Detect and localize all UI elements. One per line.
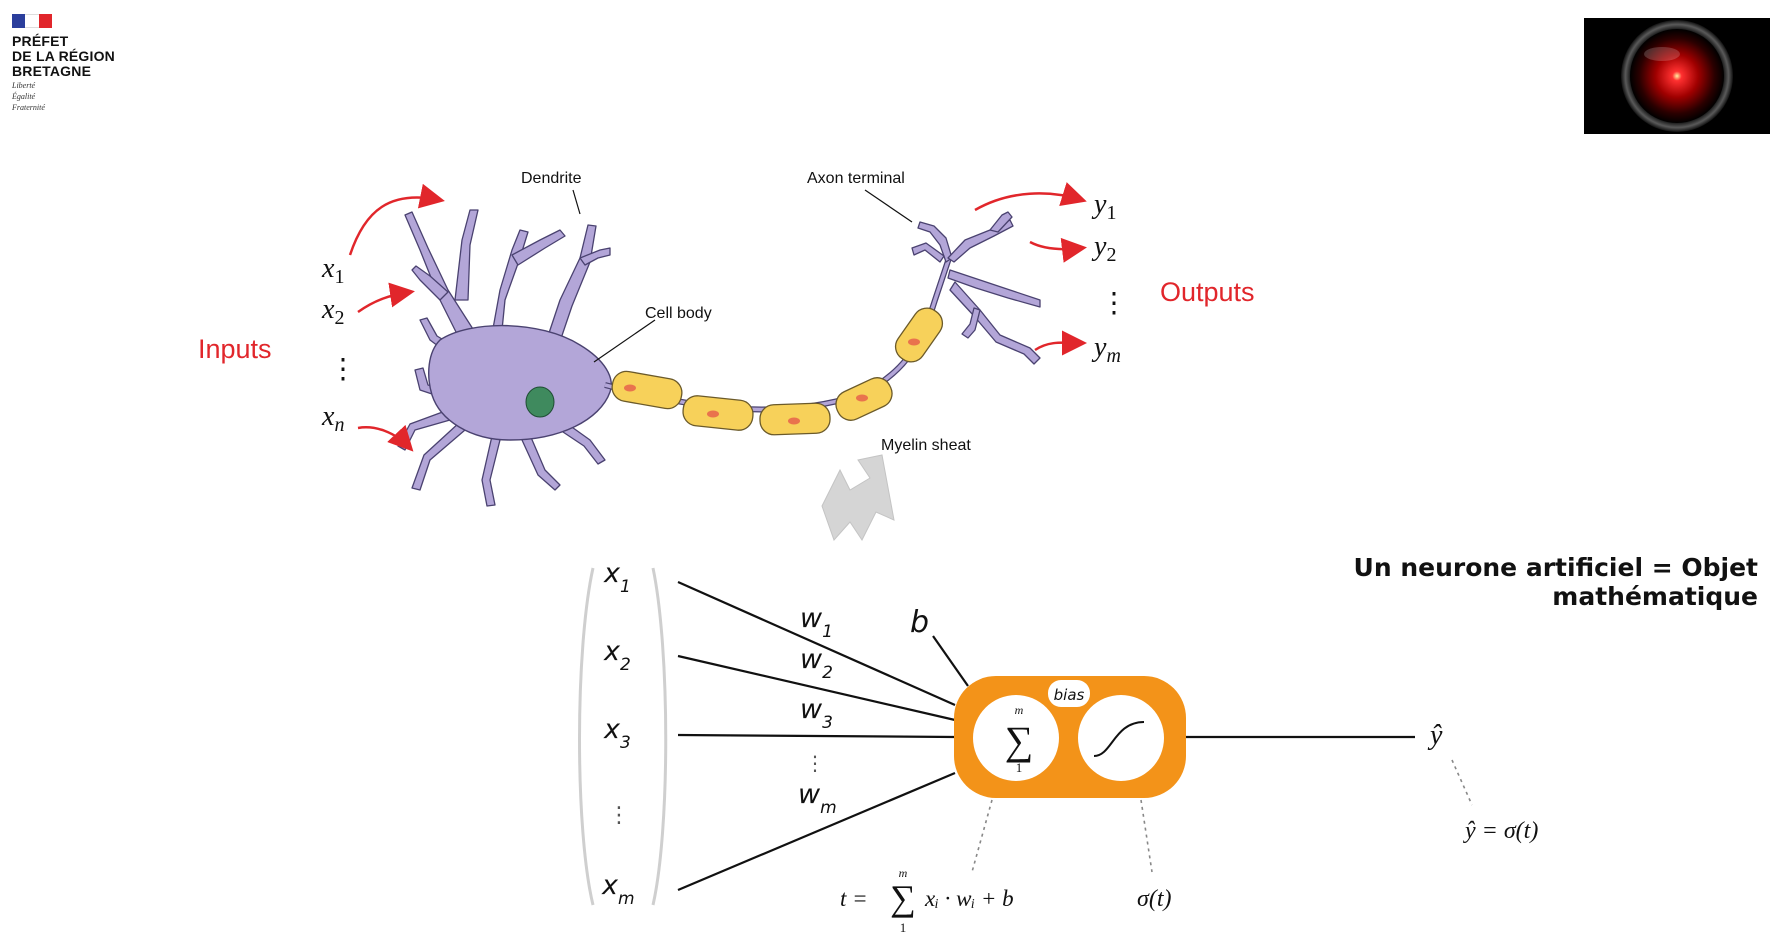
bio-input-dots: ⋮ (329, 354, 357, 385)
sum-top: m (1015, 703, 1024, 717)
sigmoid-curve-icon (1093, 721, 1145, 757)
biological-neuron (397, 209, 1041, 507)
bio-input-x1: x1 (321, 253, 344, 288)
bio-output-ym: ym (1091, 332, 1121, 367)
logo-motto-2: Égalité (12, 92, 36, 101)
dashed-pointers (971, 759, 1473, 873)
formula-t-rhs: xᵢ · wᵢ + b (924, 886, 1014, 911)
vector-bracket-right (651, 567, 668, 906)
bio-input-x2: x2 (321, 294, 344, 329)
logo-motto-1: Liberté (12, 81, 36, 90)
logo-line-1: PRÉFET (12, 33, 69, 49)
formula-y-eq: ŷ = σ(t) (1463, 818, 1538, 844)
bio-pointer-lines (572, 189, 913, 363)
formula-sum-symbol: ∑ (890, 878, 916, 918)
bio-output-dots: ⋮ (1100, 288, 1128, 319)
formula-sum-top: m (899, 866, 908, 880)
bio-output-y2: y2 (1091, 231, 1116, 266)
ann-weights: w1 w2 w3 ⋮ wm (798, 603, 837, 818)
formula-t-lhs: t = (840, 886, 868, 911)
sum-circle (973, 695, 1059, 781)
ann-weight-w3: w3 (800, 694, 833, 733)
ann-input-xm: xm (601, 870, 635, 909)
sum-bottom: 1 (1016, 760, 1023, 775)
bio-inputs: x1 x2 ⋮ xn (321, 253, 357, 436)
bias-symbol: b (910, 605, 929, 640)
ann-weight-dots: ⋮ (805, 751, 825, 775)
ann-input-x2: x2 (603, 636, 631, 675)
red-arrows (348, 182, 1087, 452)
sum-symbol: ∑ (1005, 718, 1034, 763)
cell-body-label: Cell body (645, 305, 712, 322)
french-flag-icon (12, 14, 52, 28)
bio-output-y1: y1 (1091, 189, 1116, 224)
correspondence-arrow-icon (821, 454, 895, 541)
output-yhat: ŷ (1427, 720, 1443, 751)
arrow-in-1 (348, 183, 445, 256)
vector-bracket-left (578, 567, 595, 906)
prefet-logo: PRÉFET DE LA RÉGION BRETAGNE Liberté Éga… (12, 14, 132, 112)
arrow-out-1 (974, 182, 1087, 212)
myelin-label: Myelin sheat (881, 437, 971, 454)
bias-pill (1048, 680, 1090, 707)
logo-line-3: BRETAGNE (12, 63, 92, 79)
ann-weight-w2: w2 (800, 644, 833, 683)
axon-terminal-label: Axon terminal (807, 170, 905, 187)
ann-weight-w1: w1 (800, 603, 833, 642)
ann-input-dots: ⋮ (608, 803, 630, 828)
bio-outputs: y1 y2 ⋮ ym (1091, 189, 1128, 367)
weight-lines (677, 580, 1415, 892)
outputs-label: Outputs (1160, 277, 1255, 307)
arrow-in-n (357, 424, 414, 452)
formula-sum-bottom: 1 (900, 920, 907, 935)
diagram-title: Un neurone artificiel = Objet mathématiq… (1353, 553, 1758, 611)
ann-weight-wm: wm (798, 779, 837, 818)
hal-eye-image (1584, 18, 1770, 134)
ann-inputs: x1 x2 x3 ⋮ xm (601, 558, 635, 909)
arrow-out-2 (1029, 237, 1087, 263)
arrow-out-m (1034, 330, 1087, 356)
ann-input-x1: x1 (603, 558, 631, 597)
ann-input-x3: x3 (603, 714, 631, 753)
logo-motto-3: Fraternité (12, 103, 45, 112)
inputs-label: Inputs (198, 334, 272, 364)
arrow-in-2 (357, 282, 415, 314)
activation-circle (1078, 695, 1164, 781)
logo-line-2: DE LA RÉGION (12, 48, 115, 64)
formula-sigma: σ(t) (1137, 886, 1172, 912)
dendrite-label: Dendrite (521, 170, 582, 187)
formula-t: t = m ∑ 1 xᵢ · wᵢ + b (840, 866, 1014, 935)
bio-input-xn: xn (321, 401, 344, 436)
artificial-neuron (578, 567, 1473, 906)
sum-symbol-group: m ∑ 1 (1005, 703, 1034, 775)
bias-word: bias (1054, 686, 1085, 704)
